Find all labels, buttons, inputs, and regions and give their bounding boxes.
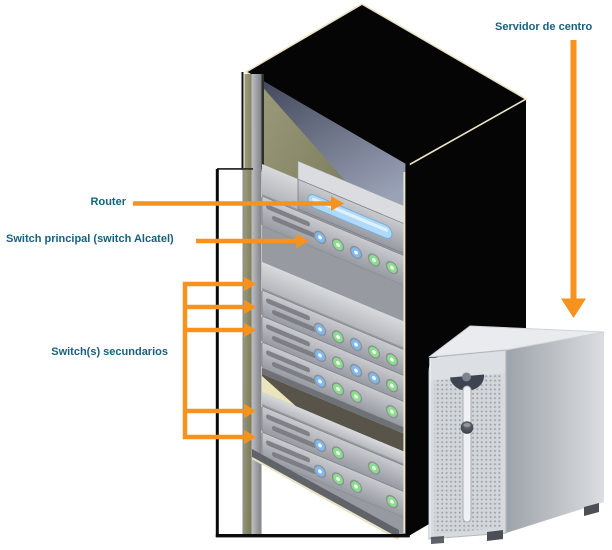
main-switch-unit xyxy=(261,196,406,287)
front-right-inner-highlight xyxy=(403,172,406,533)
opening-bottom-border xyxy=(215,534,410,538)
status-led xyxy=(313,322,327,337)
frame-strip-shadow xyxy=(242,169,245,534)
power-button-highlight xyxy=(463,423,471,427)
status-led xyxy=(385,378,399,393)
tower-front-groove xyxy=(462,385,472,523)
status-led xyxy=(385,352,399,367)
status-led xyxy=(313,230,327,245)
cabinet-inner-ceiling xyxy=(251,74,406,226)
cabinet-front-right-edge xyxy=(405,163,410,537)
cabinet-front-left-edge xyxy=(241,72,244,170)
secondary-switch-1 xyxy=(261,290,406,377)
stack-bottom-highlight xyxy=(251,457,399,540)
status-led xyxy=(313,464,327,479)
status-led xyxy=(367,461,381,475)
upper-stack-top xyxy=(262,262,406,351)
tower-foot-left xyxy=(431,536,444,544)
status-led xyxy=(331,330,345,344)
tower-top-band xyxy=(430,351,505,381)
tower-foot-back xyxy=(584,503,599,516)
tower-foot-front xyxy=(487,530,503,541)
upper-stack-base xyxy=(262,368,406,435)
router-arrow xyxy=(133,196,344,211)
secondary-switch-4 xyxy=(261,406,406,493)
status-led xyxy=(385,260,399,275)
rack-units xyxy=(261,160,406,537)
opening-top-shadow xyxy=(217,168,253,170)
status-led xyxy=(349,245,363,260)
status-led xyxy=(349,479,363,494)
status-led xyxy=(385,494,399,509)
tower-right-side xyxy=(506,332,604,533)
status-led xyxy=(367,371,381,385)
status-led xyxy=(331,382,345,396)
secondary-switch-5 xyxy=(261,432,406,519)
secondary-switch-3 xyxy=(261,342,406,429)
status-led xyxy=(313,374,327,389)
status-led xyxy=(331,472,345,486)
central-server-label: Servidor de centro xyxy=(495,21,593,33)
rack-cabinet xyxy=(215,3,527,540)
secondary-switches-bracket xyxy=(182,276,256,445)
status-led xyxy=(367,253,381,267)
status-led xyxy=(349,389,363,404)
status-led xyxy=(331,356,345,370)
status-led xyxy=(385,404,399,419)
secondary-switches-label: Switch(s) secundarios xyxy=(51,346,168,358)
status-led xyxy=(349,337,363,352)
status-led xyxy=(349,363,363,378)
lower-stack-top xyxy=(262,392,406,467)
router-label: Router xyxy=(90,196,126,208)
opening-left-border xyxy=(215,169,219,537)
status-led xyxy=(367,345,381,359)
stack-gap xyxy=(262,374,406,453)
status-led xyxy=(313,438,327,453)
main-switch-arrow xyxy=(196,233,309,249)
tower-speaker-dot xyxy=(462,372,471,382)
status-led xyxy=(331,446,345,460)
annotation-arrows xyxy=(133,40,586,445)
rack-rail-post xyxy=(251,74,262,534)
stack-bottom-edge xyxy=(252,449,399,538)
tower-speaker-vent xyxy=(450,374,485,391)
tower-server xyxy=(428,325,605,544)
central-server-arrow xyxy=(561,40,586,318)
status-led xyxy=(331,238,345,252)
bay-shelf xyxy=(262,225,406,323)
rail-inner-dark-edge xyxy=(261,74,264,169)
status-led xyxy=(313,348,327,363)
main-switch-label: Switch principal (switch Alcatel) xyxy=(6,233,174,245)
